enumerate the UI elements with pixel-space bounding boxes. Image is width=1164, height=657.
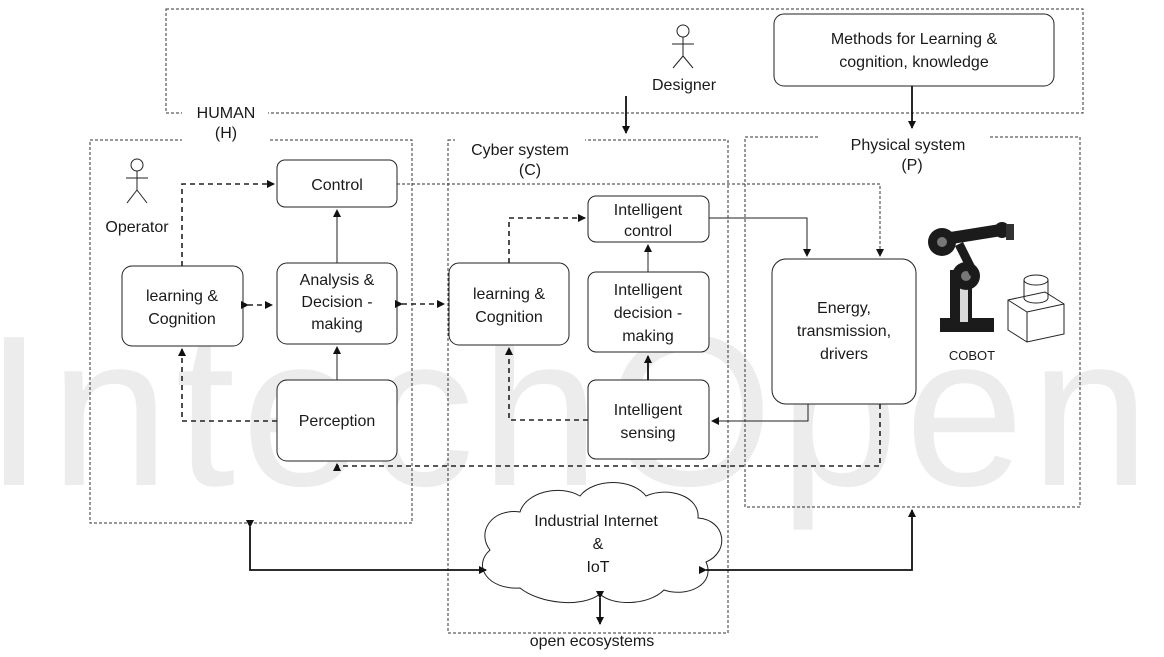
arrow-cloud-physical (699, 509, 916, 574)
methods-box (773, 13, 1055, 87)
intelligent-control-box (587, 195, 710, 243)
id-line1: Intelligent (614, 282, 683, 299)
designer-frame (165, 8, 1084, 114)
methods-line2: cognition, knowledge (839, 54, 989, 71)
cobot-label: COBOT (949, 348, 995, 363)
designer-label: Designer (652, 77, 717, 94)
cyber-title: Cyber system (471, 142, 569, 159)
cyber-frame (447, 139, 729, 634)
arrow-energy-to-perception (333, 404, 881, 471)
cobot-robot-icon (928, 222, 1014, 332)
human-abbr: (H) (215, 125, 237, 142)
operator-actor-icon (126, 158, 148, 204)
arrow-control-to-physical (397, 183, 884, 257)
human-learning-box (121, 265, 244, 347)
workpiece-box-icon (1007, 274, 1065, 343)
arrow-learning-to-control (181, 180, 275, 266)
cyber-learning-box (448, 262, 570, 346)
ic-line1: Intelligent (614, 202, 683, 219)
ic-line2: control (624, 223, 672, 240)
arrow-energy-to-is (711, 404, 809, 425)
analysis-line1: Analysis & (300, 272, 375, 289)
human-learning-line1: learning & (146, 288, 218, 305)
operator-label: Operator (105, 219, 169, 236)
is-line1: Intelligent (614, 402, 683, 419)
arrow-is-to-cyber-learning (505, 347, 588, 421)
is-line2: sensing (620, 425, 675, 442)
energy-line1: Energy, (817, 300, 871, 317)
cyber-abbr: (C) (519, 162, 541, 179)
designer-actor-icon (672, 24, 694, 69)
perception-label: Perception (299, 413, 376, 430)
id-line3: making (622, 328, 674, 345)
arrow-cyber-learning-to-ic (508, 214, 586, 263)
physical-title: Physical system (851, 137, 966, 154)
cloud-line1: Industrial Internet (534, 513, 658, 530)
id-line2: decision - (614, 305, 682, 322)
physical-abbr: (P) (901, 157, 922, 174)
cloud-line2: & (593, 536, 604, 553)
cyber-learning-line2: Cognition (475, 309, 543, 326)
energy-box (771, 258, 917, 405)
energy-line3: drivers (820, 346, 868, 363)
arrow-perception-to-learning (178, 348, 277, 422)
iot-cloud-shape (481, 482, 723, 604)
analysis-line2: Decision - (301, 294, 372, 311)
cyber-learning-line1: learning & (473, 286, 545, 303)
human-learning-line2: Cognition (148, 311, 216, 328)
control-label: Control (311, 177, 363, 194)
analysis-line3: making (311, 316, 363, 333)
open-ecosystems-label: open ecosystems (530, 633, 655, 650)
energy-line2: transmission, (797, 323, 891, 340)
arrow-human-cloud (246, 520, 487, 574)
methods-line1: Methods for Learning & (831, 31, 998, 48)
arrow-ic-to-energy (709, 217, 811, 257)
human-title: HUMAN (197, 105, 256, 122)
cloud-line3: IoT (586, 559, 609, 576)
intelligent-sensing-box (587, 379, 710, 460)
